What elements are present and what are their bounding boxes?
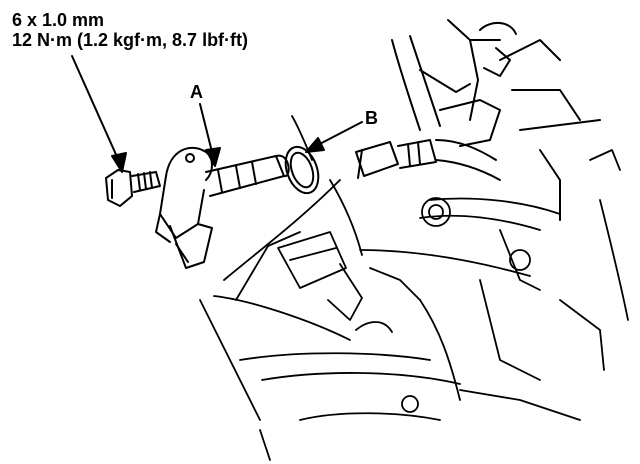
- torque-leader-arrow: [71, 55, 127, 173]
- sensor-connector: [355, 19, 601, 221]
- engine-block: [199, 115, 629, 461]
- sensor-a: [155, 147, 290, 269]
- torque-value-label: 12 N·m (1.2 kgf·m, 8.7 lbf·ft): [12, 30, 249, 50]
- callout-b-label: B: [365, 108, 378, 128]
- bolt: [105, 169, 161, 207]
- bolt-size-label: 6 x 1.0 mm: [12, 10, 105, 30]
- callout-b-leader-arrow: [305, 121, 363, 153]
- callout-a-label: A: [190, 82, 203, 102]
- o-ring-b: [284, 145, 320, 195]
